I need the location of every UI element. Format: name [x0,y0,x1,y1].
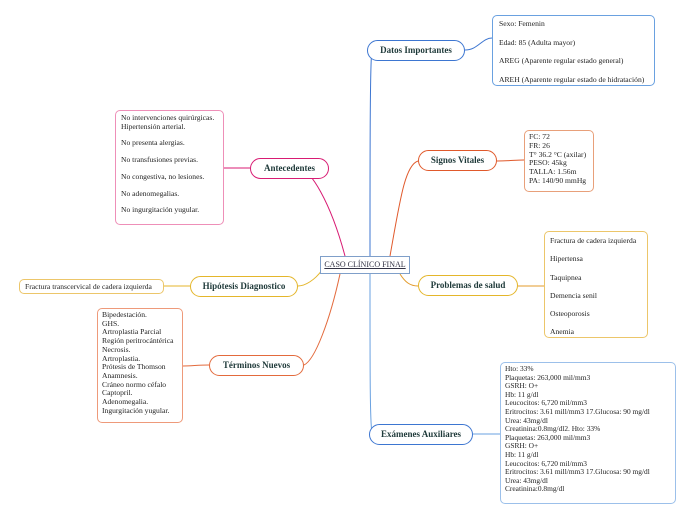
examen-line: Creatinina:0.8mg/dl [505,484,565,494]
examen-line: Plaquetas: 263,000 mil/mm3 [505,432,591,442]
antecedente-line: No ingurgitación yugular. [121,205,200,215]
problema-item: Anemia [550,327,575,337]
branch-examenes-auxiliares[interactable]: Exámenes Auxiliares [369,424,473,445]
problema-item: Hipertensa [550,254,583,264]
examen-eritrocitos: Eritrocitos: 3.61 mill/mm3 [505,467,585,477]
termino-item: Necrosis. [102,344,131,354]
termino-item: Cráneo normo céfalo [102,379,167,389]
termino-item: Artroplastia Parcial [102,327,162,337]
termino-item: Región peritrocántérica [102,336,174,346]
examen-line: Hb: 11 g/dl [505,449,539,459]
termino-item: Adenomegalia. [102,397,149,407]
antecedente-line: No transfusiones previas. [121,155,198,165]
hipotesis-box: Fractura transcervical de cadera izquier… [19,279,164,294]
examen-line: Leucocitos: 6,720 mil/mm3 [505,398,587,408]
termino-item: Anamnesis. [102,370,138,380]
link-hipotesis [297,269,323,287]
branch-terminos-nuevos-label: Términos Nuevos [222,360,291,370]
link-antecedentes [299,167,346,257]
link-problemas [399,273,419,287]
examen-line: Plaquetas: 263,000 mil/mm3 [505,372,591,382]
central-topic-label: CASO CLÍNICO FINAL [324,260,406,269]
signos-line: FR: 26 [529,140,550,150]
examen-line: Leucocitos: 6,720 mil/mm3 [505,458,587,468]
signos-line: FC: 72 [529,132,550,141]
signos-line: PA: 140/90 mmHg [529,175,587,185]
signos-line: PESO: 45kg [529,158,567,168]
examen-eritrocitos: Eritrocitos: 3.61 mill/mm3 [505,406,585,416]
examen-line: GSRH: O+ [505,381,539,391]
link-terminos [303,273,341,366]
antecedentes-box: No intervenciones quirúrgicas. Hipertens… [115,110,224,225]
branch-signos-vitales-label: Signos Vitales [430,155,485,165]
problemas-de-salud-box: Fractura de cadera izquierda Hipertensa … [544,231,648,338]
signos-line: T° 36.2 °C (axilar) [529,149,587,159]
antecedente-line: No congestiva, no lesiones. [121,171,205,181]
termino-item: Captopril. [102,388,133,398]
termino-item: Ingurgitación yugular. [102,405,170,415]
problema-item: Osteoporosis [550,309,590,319]
branch-signos-vitales[interactable]: Signos Vitales [418,150,497,171]
termino-item: Bipedestación. [102,310,147,319]
problema-item: Fractura de cadera izquierda [550,236,637,245]
examen-line: Urea: 43mg/dl [505,475,548,485]
branch-hipotesis-diagnostico[interactable]: Hipótesis Diagnostico [190,276,298,297]
branch-datos-importantes-label: Datos Importantes [380,45,452,55]
signos-line: TALLA: 1.56m [529,167,577,177]
datos-line: Sexo: Femenin [499,19,545,28]
examen-row: Eritrocitos: 3.61 mill/mm3 17.Glucosa: 9… [505,406,671,417]
branch-antecedentes[interactable]: Antecedentes [250,158,329,179]
branch-problemas-de-salud[interactable]: Problemas de salud [418,275,518,296]
problema-item: Taquipnea [550,272,582,282]
hipotesis-line: Fractura transcervical de cadera izquier… [25,282,152,291]
branch-problemas-de-salud-label: Problemas de salud [430,280,506,290]
link-signos [389,160,419,257]
datos-line: Edad: 85 (Adulta mayor) [499,37,576,47]
examen-line: GSRH: O+ [505,441,539,451]
examen-line: Creatinina:0.8mg/dl2. Hto: 33% [505,424,601,434]
termino-item: GHS. [102,318,120,328]
termino-item: Artroplastia. [102,353,141,363]
problema-item: Demencia senil [550,290,598,300]
branch-terminos-nuevos[interactable]: Términos Nuevos [209,355,304,376]
examen-line: Hb: 11 g/dl [505,389,539,399]
terminos-nuevos-box: Bipedestación. GHS. Artroplastia Parcial… [97,308,183,423]
datos-importantes-box: Sexo: Femenin Edad: 85 (Adulta mayor) AR… [492,15,655,86]
examen-line: Urea: 43mg/dl [505,415,548,425]
examen-glucosa: 17.Glucosa: 90 mg/dl [585,467,650,477]
branch-antecedentes-label: Antecedentes [264,163,315,173]
antecedente-line: Hipertensión arterial. [121,121,186,131]
examenes-auxiliares-box: Hto: 33% Plaquetas: 263,000 mil/mm3 GSRH… [500,362,676,504]
antecedente-line: No intervenciones quirúrgicas. [121,113,215,122]
branch-hipotesis-diagnostico-label: Hipótesis Diagnostico [202,281,286,291]
antecedente-line: No presenta alergias. [121,138,185,148]
central-topic[interactable]: CASO CLÍNICO FINAL [320,256,410,274]
examen-line: Hto: 33% [505,364,534,373]
examen-row: Eritrocitos: 3.61 mill/mm3 17.Glucosa: 9… [505,467,671,477]
antecedente-line: No adenomegalias. [121,188,180,198]
branch-datos-importantes[interactable]: Datos Importantes [367,40,465,61]
link-signos-box [496,159,525,162]
datos-line: AREG (Aparente regular estado general) [499,56,624,66]
link-datos [369,49,373,257]
link-datos-box [464,37,493,51]
signos-vitales-box: FC: 72 FR: 26 T° 36.2 °C (axilar) PESO: … [524,130,594,192]
datos-line: AREH (Aparente regular estado de hidrata… [499,75,645,85]
branch-examenes-auxiliares-label: Exámenes Auxiliares [380,429,462,439]
examen-glucosa: 17.Glucosa: 90 mg/dl [585,406,650,416]
link-terminos-box [182,364,210,367]
termino-item: Prótesis de Thomson [102,362,166,372]
link-examenes [369,273,373,435]
